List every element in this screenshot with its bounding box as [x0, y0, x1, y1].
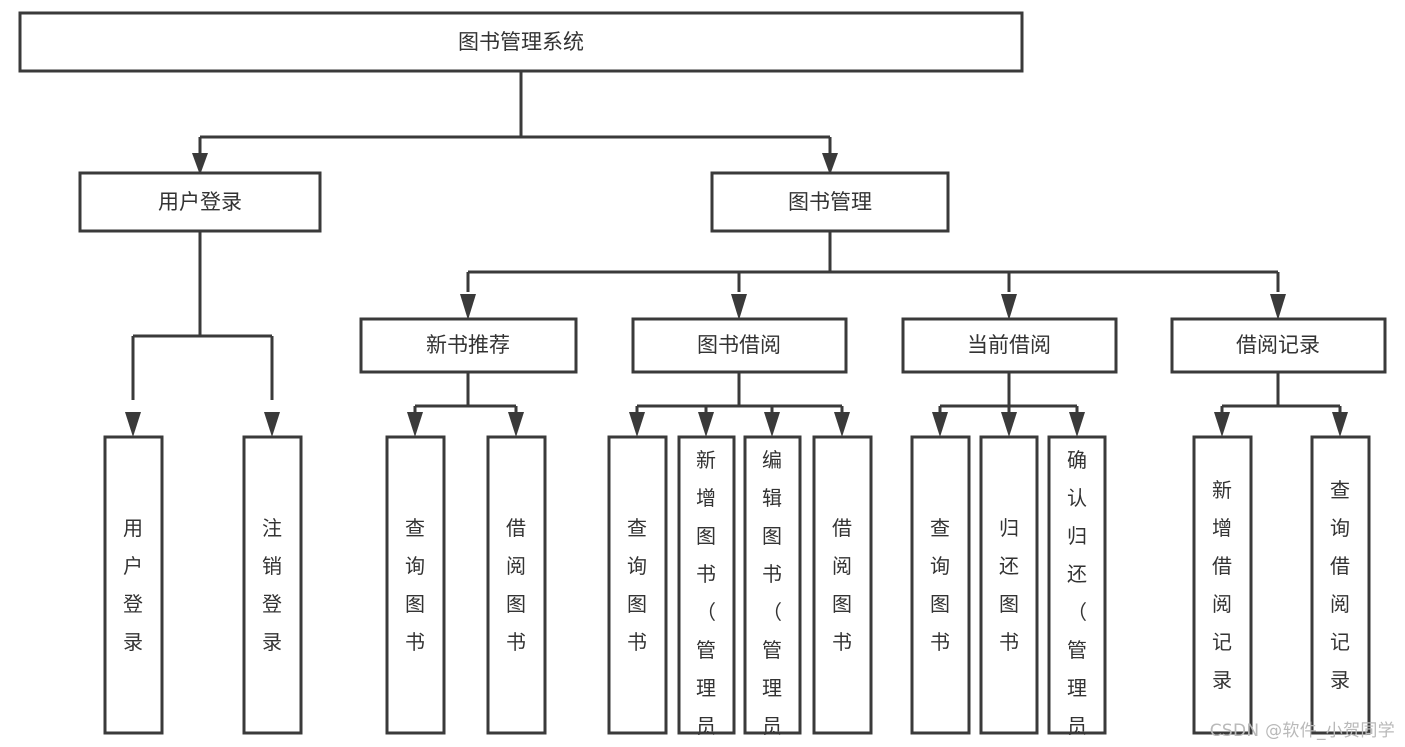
connector-record-to-bus — [1220, 372, 1342, 416]
leaf-nodes: 用户登录 注销登录 查询图书 借阅图书 查询图书 新增图书 — [103, 435, 1371, 747]
node-leaf-return-book-label: 归还图书 — [999, 516, 1019, 654]
node-leaf-edit-book-label: 编辑图书（管理员） — [762, 448, 782, 747]
node-leaf-query-book-1-box[interactable] — [385, 435, 446, 735]
node-root-label: 图书管理系统 — [458, 30, 584, 54]
arrow-to-leaf-add-book — [698, 412, 714, 437]
arrow-to-leaf-add-record — [1214, 412, 1230, 437]
arrow-to-leaf-borrow-book-1 — [508, 412, 524, 437]
node-newbook[interactable]: 新书推荐 — [359, 317, 578, 374]
connector-bookmgmt-to-bus — [466, 231, 1280, 292]
node-leaf-user-logout[interactable]: 注销登录 — [242, 435, 303, 735]
node-root[interactable]: 图书管理系统 — [18, 11, 1024, 73]
csdn-watermark: CSDN @软件_小贺同学 — [1209, 721, 1395, 741]
node-record[interactable]: 借阅记录 — [1170, 317, 1387, 374]
node-leaf-borrow-book-2-label: 借阅图书 — [832, 516, 852, 654]
node-bookmgmt-label: 图书管理 — [788, 190, 872, 214]
arrow-to-newbook — [460, 294, 476, 320]
arrow-to-record — [1270, 294, 1286, 320]
node-leaf-confirm-return-label: 确认归还（管理员） — [1067, 448, 1087, 747]
node-login-label: 用户登录 — [158, 190, 242, 214]
node-bookmgmt[interactable]: 图书管理 — [710, 171, 950, 233]
node-leaf-borrow-book-2[interactable]: 借阅图书 — [812, 435, 873, 735]
node-record-box[interactable] — [1170, 317, 1387, 374]
node-leaf-user-logout-box[interactable] — [242, 435, 303, 735]
node-leaf-confirm-return-box[interactable] — [1047, 435, 1107, 735]
node-leaf-return-book[interactable]: 归还图书 — [979, 435, 1039, 735]
node-leaf-edit-book[interactable]: 编辑图书（管理员） — [743, 435, 802, 747]
connector-root-to-bus — [198, 72, 832, 160]
node-borrow-label: 图书借阅 — [697, 333, 781, 357]
node-leaf-add-record[interactable]: 新增借阅记录 — [1192, 435, 1253, 735]
node-login-box[interactable] — [78, 171, 322, 233]
node-leaf-user-login-box[interactable] — [103, 435, 164, 735]
node-leaf-query-book-3[interactable]: 查询图书 — [910, 435, 971, 735]
connector-borrow-to-bus — [635, 372, 844, 416]
node-leaf-edit-book-box[interactable] — [743, 435, 802, 735]
node-leaf-query-book-2[interactable]: 查询图书 — [607, 435, 668, 735]
node-leaf-query-book-2-box[interactable] — [607, 435, 668, 735]
arrow-to-leaf-edit-book — [764, 412, 780, 437]
node-leaf-query-book-3-box[interactable] — [910, 435, 971, 735]
connector-layer — [125, 72, 1348, 437]
node-leaf-borrow-book-1-box[interactable] — [486, 435, 547, 735]
node-leaf-borrow-book-1[interactable]: 借阅图书 — [486, 435, 547, 735]
node-leaf-query-book-3-label: 查询图书 — [930, 516, 950, 654]
arrow-to-bookmgmt — [822, 153, 838, 175]
connector-login-to-bus — [131, 231, 274, 400]
arrow-to-login — [192, 153, 208, 175]
arrow-to-borrow — [731, 294, 747, 320]
node-borrow[interactable]: 图书借阅 — [631, 317, 848, 374]
node-leaf-user-logout-label: 注销登录 — [262, 516, 282, 654]
node-leaf-add-record-label: 新增借阅记录 — [1212, 478, 1232, 692]
node-current-box[interactable] — [901, 317, 1118, 374]
node-leaf-return-book-box[interactable] — [979, 435, 1039, 735]
node-newbook-label: 新书推荐 — [426, 333, 510, 357]
connector-current-to-bus — [938, 372, 1079, 416]
node-current[interactable]: 当前借阅 — [901, 317, 1118, 374]
node-leaf-user-login[interactable]: 用户登录 — [103, 435, 164, 735]
node-leaf-user-login-label: 用户登录 — [123, 516, 143, 654]
node-leaf-query-record[interactable]: 查询借阅记录 — [1310, 435, 1371, 735]
node-bookmgmt-box[interactable] — [710, 171, 950, 233]
node-borrow-box[interactable] — [631, 317, 848, 374]
node-leaf-query-record-label: 查询借阅记录 — [1330, 478, 1350, 692]
node-leaf-query-book-2-label: 查询图书 — [627, 516, 647, 654]
node-leaf-add-book-label: 新增图书（管理员） — [696, 448, 716, 747]
node-leaf-add-book-box[interactable] — [677, 435, 736, 735]
node-leaf-query-book-1-label: 查询图书 — [405, 516, 425, 654]
connector-newbook-to-bus — [413, 372, 518, 416]
node-leaf-confirm-return[interactable]: 确认归还（管理员） — [1047, 435, 1107, 747]
node-leaf-query-book-1[interactable]: 查询图书 — [385, 435, 446, 735]
arrow-to-leaf-confirm-return — [1069, 412, 1085, 437]
arrow-to-leaf-user-logout — [264, 412, 280, 437]
node-leaf-borrow-book-2-box[interactable] — [812, 435, 873, 735]
arrow-to-leaf-query-book-1 — [407, 412, 423, 437]
arrow-to-leaf-borrow-book-2 — [834, 412, 850, 437]
node-newbook-box[interactable] — [359, 317, 578, 374]
node-login[interactable]: 用户登录 — [78, 171, 322, 233]
arrow-to-leaf-query-book-3 — [932, 412, 948, 437]
node-record-label: 借阅记录 — [1236, 333, 1320, 357]
arrow-to-leaf-return-book — [1001, 412, 1017, 437]
arrow-to-leaf-user-login — [125, 412, 141, 437]
node-leaf-add-book[interactable]: 新增图书（管理员） — [677, 435, 736, 747]
arrow-to-leaf-query-record — [1332, 412, 1348, 437]
node-root-box[interactable] — [18, 11, 1024, 73]
node-leaf-add-record-box[interactable] — [1192, 435, 1253, 735]
node-leaf-borrow-book-1-label: 借阅图书 — [506, 516, 526, 654]
arrow-to-leaf-query-book-2 — [629, 412, 645, 437]
node-leaf-query-record-box[interactable] — [1310, 435, 1371, 735]
node-current-label: 当前借阅 — [967, 333, 1051, 357]
arrow-to-current — [1001, 294, 1017, 320]
